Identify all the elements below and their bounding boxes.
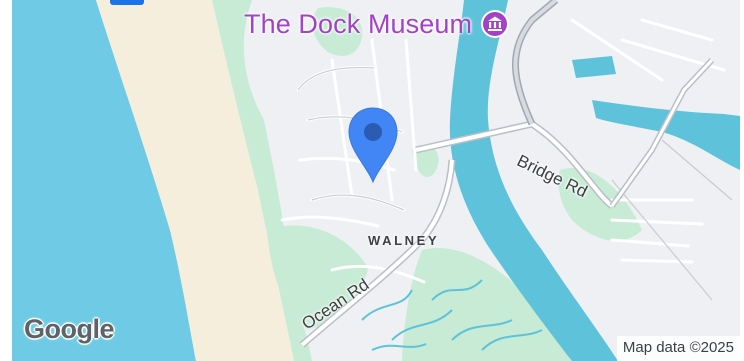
poi-label: The Dock Museum	[244, 8, 473, 39]
location-pin-icon[interactable]	[346, 106, 400, 184]
poi-dock-museum[interactable]: The Dock Museum	[244, 4, 510, 44]
map-attribution[interactable]: Map data ©2025	[616, 336, 740, 361]
museum-icon	[481, 10, 510, 38]
sea-area	[12, 0, 196, 361]
google-logo: Google	[24, 314, 115, 344]
map-view[interactable]: The Dock Museum Bridge Rd Ocean Rd WALNE…	[12, 0, 740, 361]
beach-area	[96, 0, 294, 361]
area-label-walney: WALNEY	[368, 233, 440, 248]
channel-water	[449, 0, 618, 361]
top-edge-accent	[110, 0, 144, 5]
